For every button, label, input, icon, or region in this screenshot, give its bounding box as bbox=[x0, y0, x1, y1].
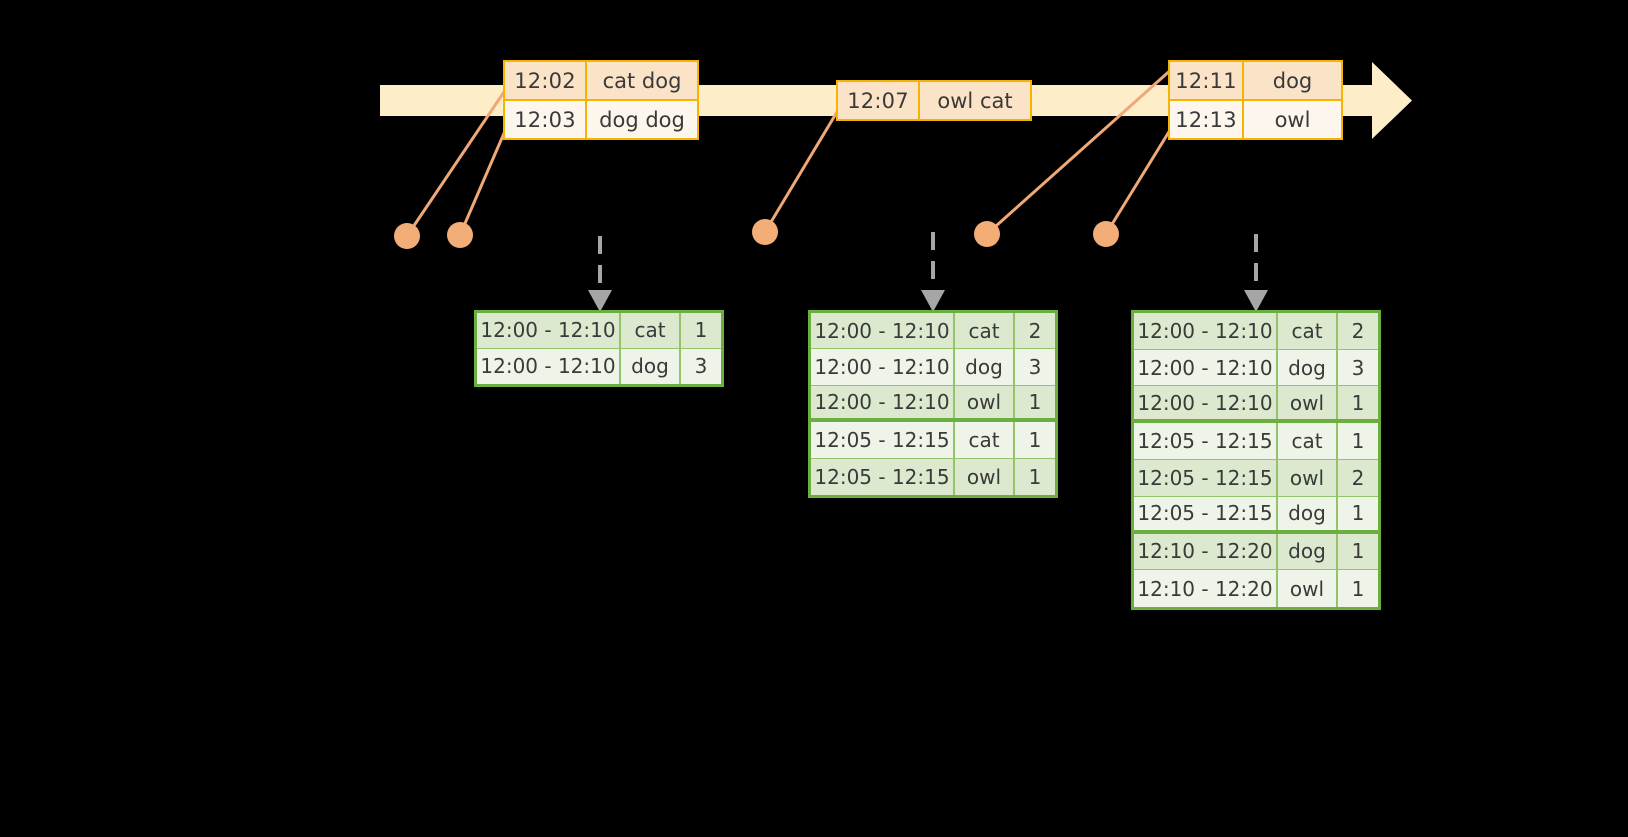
event-words: dog dog bbox=[599, 107, 685, 132]
cell-window: 12:00 - 12:10 bbox=[1134, 349, 1278, 386]
event-row[interactable]: 12:07 owl cat bbox=[838, 82, 1030, 119]
cell-window: 12:00 - 12:10 bbox=[477, 313, 621, 348]
event-time: 12:11 bbox=[1170, 62, 1244, 99]
cell-window: 12:05 - 12:15 bbox=[1134, 423, 1278, 459]
cell-key: dog bbox=[1278, 496, 1338, 530]
table-row[interactable]: 12:00 - 12:10 dog 3 bbox=[811, 349, 1055, 386]
cell-count: 1 bbox=[1028, 464, 1042, 489]
cell-count: 1 bbox=[694, 318, 708, 343]
connector-1 bbox=[405, 84, 510, 238]
cell-count: 1 bbox=[1028, 390, 1042, 415]
event-group-1[interactable]: 12:02 cat dog 12:03 dog dog bbox=[503, 60, 699, 140]
connector-2 bbox=[458, 122, 510, 237]
cell-key: owl bbox=[1278, 460, 1338, 496]
cell-window: 12:05 - 12:15 bbox=[1134, 460, 1278, 496]
cell-key: owl bbox=[1278, 386, 1338, 420]
table-row[interactable]: 12:10 - 12:20 owl 1 bbox=[1134, 570, 1378, 607]
cell-key: dog bbox=[621, 348, 681, 384]
cell-count: 3 bbox=[1028, 355, 1042, 380]
table-row[interactable]: 12:05 - 12:15 dog 1 bbox=[1134, 496, 1378, 534]
table-row[interactable]: 12:05 - 12:15 owl 2 bbox=[1134, 460, 1378, 497]
event-time: 12:02 bbox=[505, 62, 587, 99]
table-row[interactable]: 12:00 - 12:10 cat 2 bbox=[1134, 313, 1378, 350]
cell-key: owl bbox=[1278, 570, 1338, 607]
cell-count: 1 bbox=[1028, 427, 1042, 452]
table-row[interactable]: 12:10 - 12:20 dog 1 bbox=[1134, 533, 1378, 571]
cell-count: 1 bbox=[1351, 539, 1365, 564]
cell-key: dog bbox=[1278, 533, 1338, 570]
event-row[interactable]: 12:02 cat dog bbox=[505, 62, 697, 99]
cell-key: owl bbox=[955, 458, 1015, 496]
table-row[interactable]: 12:00 - 12:10 dog 3 bbox=[477, 348, 721, 384]
dashed-arrows bbox=[588, 232, 1268, 312]
event-group-3[interactable]: 12:11 dog 12:13 owl bbox=[1168, 60, 1343, 140]
dashed-arrow-2 bbox=[921, 232, 945, 312]
cell-window: 12:05 - 12:15 bbox=[811, 458, 955, 496]
event-words: owl cat bbox=[937, 88, 1013, 113]
event-group-2[interactable]: 12:07 owl cat bbox=[836, 80, 1032, 121]
event-row[interactable]: 12:13 owl bbox=[1170, 99, 1341, 138]
cell-key: dog bbox=[1278, 349, 1338, 386]
result-table-1[interactable]: 12:00 - 12:10 cat 1 12:00 - 12:10 dog 3 bbox=[474, 310, 724, 387]
cell-key: cat bbox=[955, 313, 1015, 349]
cell-key: cat bbox=[1278, 313, 1338, 349]
cell-key: cat bbox=[621, 313, 681, 348]
event-row[interactable]: 12:11 dog bbox=[1170, 62, 1341, 99]
dot-2 bbox=[447, 222, 473, 248]
table-row[interactable]: 12:00 - 12:10 owl 1 bbox=[1134, 386, 1378, 424]
cell-count: 2 bbox=[1028, 318, 1042, 343]
cell-window: 12:00 - 12:10 bbox=[811, 313, 955, 349]
cell-count: 1 bbox=[1351, 390, 1365, 415]
cell-window: 12:00 - 12:10 bbox=[1134, 386, 1278, 420]
event-time: 12:07 bbox=[838, 82, 920, 119]
cell-window: 12:10 - 12:20 bbox=[1134, 570, 1278, 607]
cell-key: dog bbox=[955, 349, 1015, 385]
cell-window: 12:00 - 12:10 bbox=[811, 349, 955, 385]
cell-window: 12:00 - 12:10 bbox=[477, 348, 621, 384]
cell-key: cat bbox=[1278, 423, 1338, 459]
table-row[interactable]: 12:00 - 12:10 cat 1 bbox=[477, 313, 721, 349]
cell-count: 2 bbox=[1351, 465, 1365, 490]
cell-window: 12:00 - 12:10 bbox=[811, 385, 955, 419]
dot-1 bbox=[394, 223, 420, 249]
dashed-arrow-3 bbox=[1244, 234, 1268, 312]
event-time: 12:03 bbox=[505, 101, 587, 138]
cell-count: 1 bbox=[1351, 576, 1365, 601]
table-row[interactable]: 12:05 - 12:15 cat 1 bbox=[811, 422, 1055, 459]
table-row[interactable]: 12:05 - 12:15 cat 1 bbox=[1134, 423, 1378, 460]
table-row[interactable]: 12:05 - 12:15 owl 1 bbox=[811, 458, 1055, 496]
table-row[interactable]: 12:00 - 12:10 dog 3 bbox=[1134, 349, 1378, 387]
dot-4 bbox=[974, 221, 1000, 247]
event-time: 12:13 bbox=[1170, 101, 1244, 138]
table-row[interactable]: 12:00 - 12:10 cat 2 bbox=[811, 313, 1055, 350]
dot-3 bbox=[752, 219, 778, 245]
dot-5 bbox=[1093, 221, 1119, 247]
cell-key: owl bbox=[955, 385, 1015, 419]
dashed-arrow-1 bbox=[588, 236, 612, 312]
cell-window: 12:05 - 12:15 bbox=[1134, 496, 1278, 530]
event-words: cat dog bbox=[602, 68, 682, 93]
event-dots bbox=[394, 219, 1119, 249]
cell-count: 1 bbox=[1351, 501, 1365, 526]
cell-window: 12:10 - 12:20 bbox=[1134, 533, 1278, 570]
event-words: owl bbox=[1274, 107, 1311, 132]
cell-key: cat bbox=[955, 422, 1015, 458]
cell-count: 3 bbox=[1351, 355, 1365, 380]
cell-count: 2 bbox=[1351, 318, 1365, 343]
cell-count: 3 bbox=[694, 354, 708, 379]
result-table-2[interactable]: 12:00 - 12:10 cat 2 12:00 - 12:10 dog 3 … bbox=[808, 310, 1058, 498]
cell-window: 12:05 - 12:15 bbox=[811, 422, 955, 458]
event-row[interactable]: 12:03 dog dog bbox=[505, 99, 697, 138]
connector-3 bbox=[763, 105, 842, 234]
cell-window: 12:00 - 12:10 bbox=[1134, 313, 1278, 349]
event-words: dog bbox=[1272, 68, 1313, 93]
connector-5 bbox=[1104, 120, 1177, 236]
table-row[interactable]: 12:00 - 12:10 owl 1 bbox=[811, 385, 1055, 423]
cell-count: 1 bbox=[1351, 429, 1365, 454]
result-table-3[interactable]: 12:00 - 12:10 cat 2 12:00 - 12:10 dog 3 … bbox=[1131, 310, 1381, 610]
